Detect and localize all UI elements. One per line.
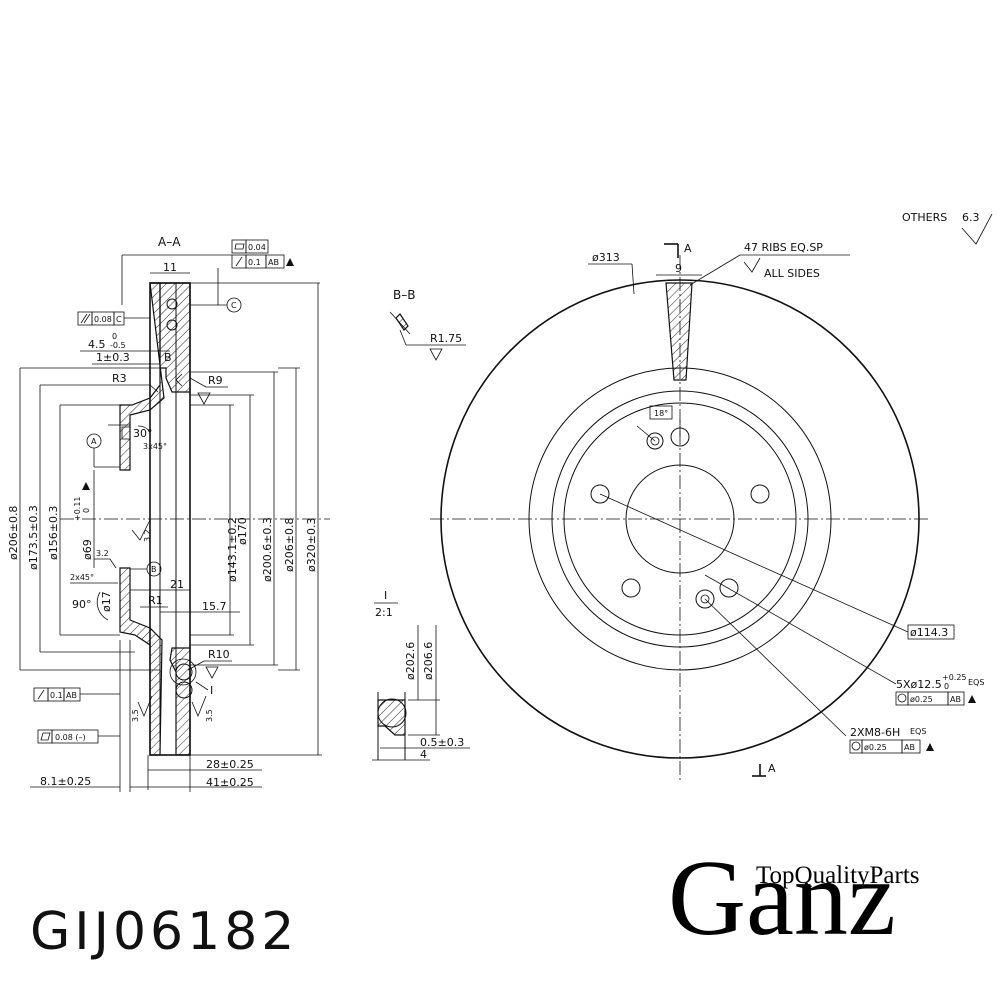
dim-d114: ø114.3 <box>910 626 948 639</box>
dim-15-7: 15.7 <box>202 600 227 613</box>
dim-9: 9 <box>675 262 682 275</box>
dim-d17: ø17 <box>100 591 113 612</box>
r1: R1 <box>148 594 163 607</box>
datum-a: A <box>91 437 97 446</box>
r3: R3 <box>112 372 127 385</box>
all-sides-note: ALL SIDES <box>764 267 820 280</box>
threaded-holes <box>646 432 715 609</box>
detail-dim-4: 4 <box>420 748 427 761</box>
thread-position: ø0.25 <box>864 743 887 752</box>
rib-section <box>665 282 693 381</box>
thread-note: 2XM8-6H <box>850 726 900 739</box>
angle-30: 30° <box>133 427 153 440</box>
dim-28: 28±0.25 <box>206 758 254 771</box>
dim-4-5: 4.5 <box>88 338 106 351</box>
center-bore <box>625 464 735 574</box>
dim-d170: ø170 <box>236 517 249 545</box>
front-view: OTHERS 6.3 ø313 <box>430 211 993 780</box>
detail-dim-0-5: 0.5±0.3 <box>420 736 464 749</box>
runout-top-value: 0.1 <box>248 258 261 267</box>
roughness-3-5-b: 3.5 <box>205 709 214 722</box>
others-value: 6.3 <box>962 211 980 224</box>
hat-outer <box>551 390 809 648</box>
r10: R10 <box>208 648 230 661</box>
angle-90: 90° <box>72 598 92 611</box>
roughness-3-2-a: 3.2 <box>143 529 152 542</box>
others-label: OTHERS <box>902 211 947 224</box>
runout-top-ref: AB <box>268 258 279 267</box>
detail-d206: ø206.6 <box>422 642 435 680</box>
dim-d206: ø206±0.8 <box>7 506 20 560</box>
r1-75: R1.75 <box>430 332 462 345</box>
hat-inner <box>563 402 797 636</box>
detail-i-marker: I <box>210 684 213 697</box>
dim-21: 21 <box>170 578 184 591</box>
brand-logo: Ganz <box>668 839 896 958</box>
disc-outer-edge <box>440 279 920 759</box>
b-mark: B <box>164 351 172 364</box>
dim-11: 11 <box>163 261 177 274</box>
runout-bottom-ref: AB <box>66 691 77 700</box>
holes-position: ø0.25 <box>910 695 933 704</box>
dim-d313: ø313 <box>592 251 620 264</box>
holes-eqs: EQS <box>968 678 984 687</box>
datum-b: B <box>151 565 157 574</box>
roughness-3-5-a: 3.5 <box>131 709 140 722</box>
angle-18: 18° <box>654 409 668 418</box>
section-a-top: A <box>684 242 692 255</box>
flatness-bottom: 0.08 (–) <box>55 733 86 742</box>
holes-upper: +0.25 <box>942 673 967 682</box>
dim-4-5-upper: 0 <box>112 332 117 341</box>
section-aa-title: A–A <box>158 235 181 249</box>
chamfer-2x45: 2x45° <box>70 573 94 582</box>
r9: R9 <box>208 374 223 387</box>
roughness-3-2-b: 3.2 <box>96 549 109 558</box>
dim-d69-upper: +0.11 <box>73 496 82 521</box>
dim-d156: ø156±0.3 <box>47 506 60 560</box>
section-bb: B–B R1.75 <box>389 288 466 361</box>
detail-i-scale: 2:1 <box>375 606 393 619</box>
datum-c: C <box>231 301 237 310</box>
section-aa: A–A 0.04 0.1 AB 11 <box>7 235 330 792</box>
flatness-value: 0.04 <box>248 243 266 252</box>
holes-note: 5Xø12.5 <box>896 678 942 691</box>
part-code: GIJ06182 <box>30 902 299 962</box>
dim-d69-lower: 0 <box>82 508 91 513</box>
dim-41: 41±0.25 <box>206 776 254 789</box>
dim-d173: ø173.5±0.3 <box>27 505 40 570</box>
dim-d143: ø143.1±0.2 <box>226 517 239 582</box>
ribs-note: 47 RIBS EQ.SP <box>744 241 823 254</box>
detail-d202: ø202.6 <box>404 642 417 680</box>
dim-8-1: 8.1±0.25 <box>40 775 91 788</box>
parallel-value: 0.08 <box>94 315 112 324</box>
thread-eqs: EQS <box>910 727 926 736</box>
parallel-ref: C <box>116 315 122 324</box>
dim-d320: ø320±0.3 <box>305 518 318 572</box>
holes-lower: 0 <box>944 682 949 691</box>
holes-ref: AB <box>950 695 961 704</box>
dim-1: 1±0.3 <box>96 351 130 364</box>
detail-i-label: I <box>384 589 387 602</box>
thread-ref: AB <box>904 743 915 752</box>
dim-d206b: ø206±0.8 <box>283 518 296 572</box>
brand-tagline: TopQualityParts <box>756 862 920 889</box>
chamfer-3x45: 3x45° <box>143 442 167 451</box>
detail-i: I 2:1 ø202.6 ø206.6 0.5±0.3 4 <box>372 589 470 761</box>
section-a-bottom: A <box>768 762 776 775</box>
dim-d69: ø69 <box>81 539 94 560</box>
dim-d200: ø200.6±0.3 <box>261 517 274 582</box>
runout-bottom-value: 0.1 <box>50 691 63 700</box>
dim-4-5-lower: -0.5 <box>110 341 126 350</box>
section-bb-title: B–B <box>393 288 415 302</box>
